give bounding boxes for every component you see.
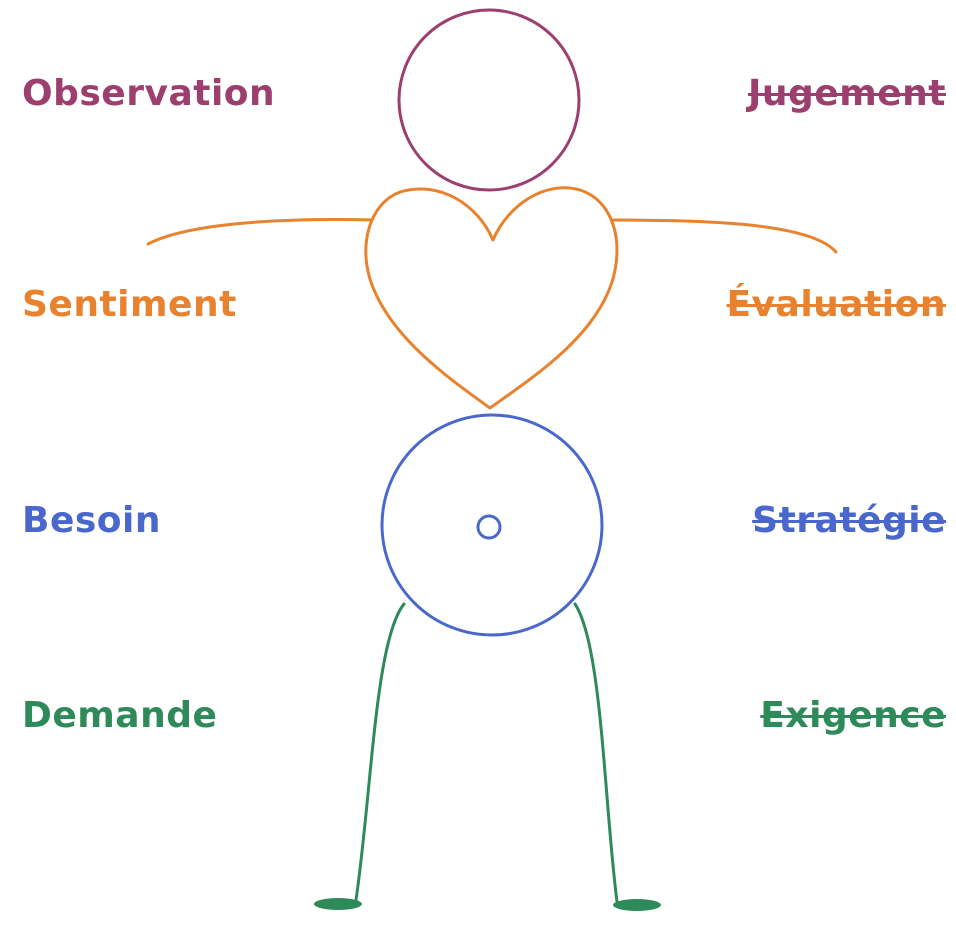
right-arm (611, 218, 838, 254)
heart-torso (364, 186, 619, 410)
right-leg (573, 602, 619, 904)
label-jugement-struck: Jugement (748, 73, 946, 114)
label-evaluation-struck: Évaluation (726, 284, 946, 325)
label-strategie-struck: Stratégie (752, 500, 946, 541)
right-foot (613, 899, 661, 911)
left-leg (354, 602, 406, 902)
label-exigence-struck: Exigence (760, 695, 946, 736)
left-arm (146, 218, 376, 246)
label-demande: Demande (22, 695, 218, 736)
belly-circle (380, 413, 604, 637)
label-besoin: Besoin (22, 500, 161, 541)
head-circle (397, 8, 581, 192)
label-sentiment: Sentiment (22, 284, 237, 325)
navel-circle (476, 514, 502, 540)
label-observation: Observation (22, 73, 276, 114)
left-foot (314, 898, 362, 910)
